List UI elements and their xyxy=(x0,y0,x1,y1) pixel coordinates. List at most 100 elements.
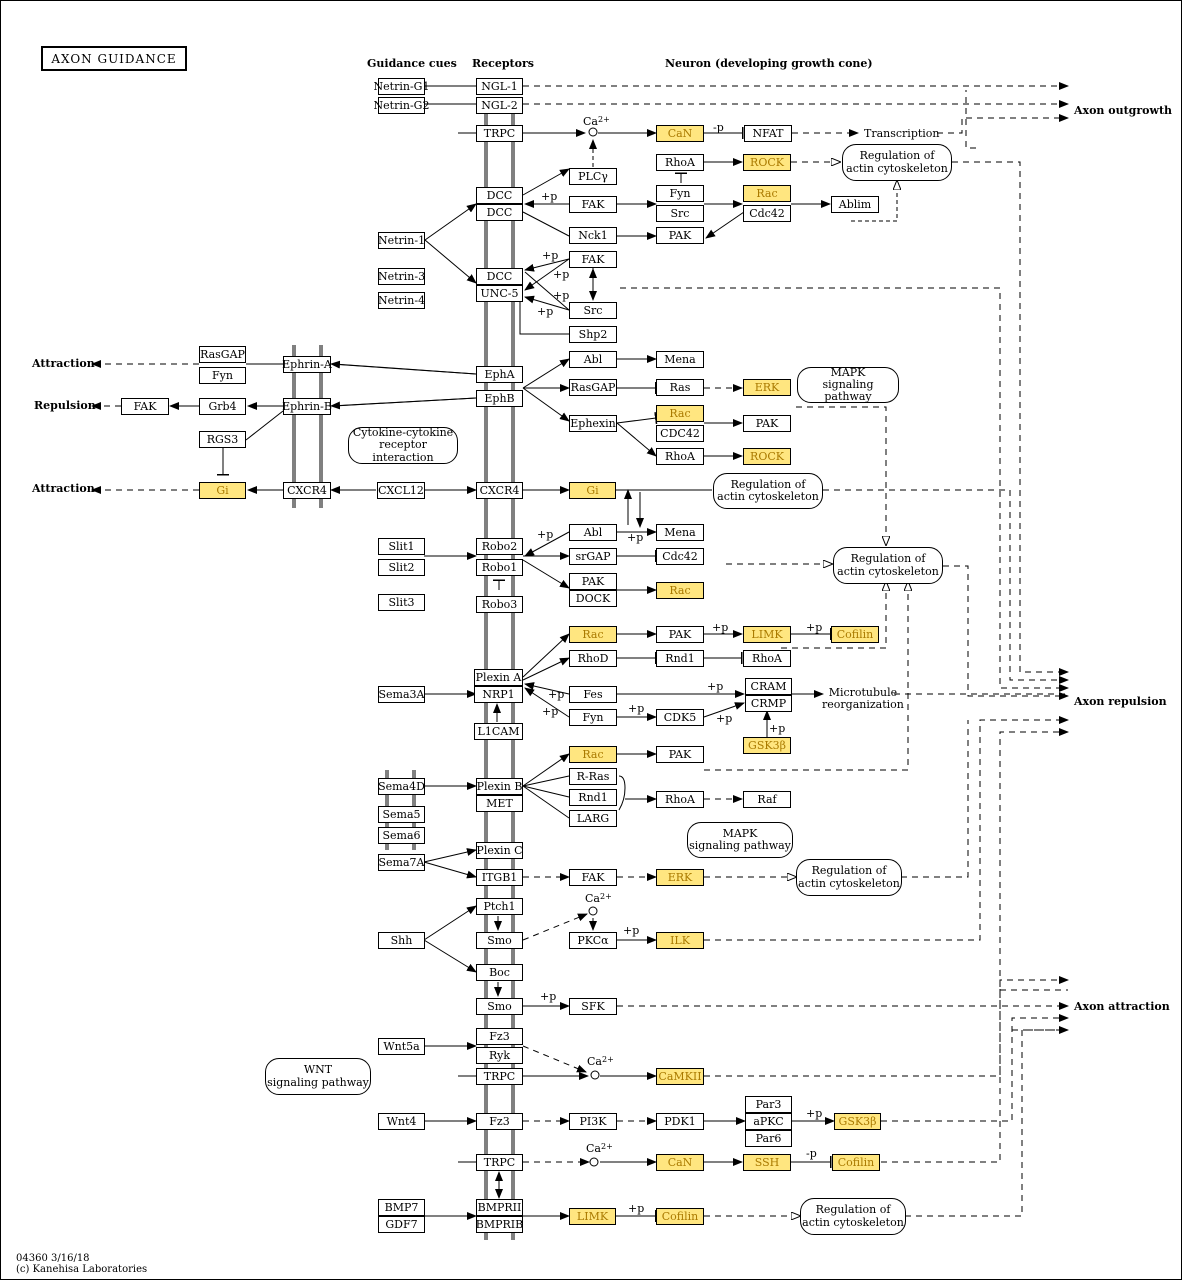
gene-itgb1[interactable]: ITGB1 xyxy=(476,869,523,886)
gene-pak-3[interactable]: PAK xyxy=(569,573,617,590)
gene-trpc-2[interactable]: TRPC xyxy=(476,1068,523,1085)
gene-rac-1[interactable]: Rac xyxy=(743,185,791,202)
gene-ssh[interactable]: SSH xyxy=(743,1154,791,1171)
gene-apkc[interactable]: aPKC xyxy=(745,1113,792,1130)
gene-fyn-3[interactable]: Fyn xyxy=(569,709,617,726)
gene-rhoa-1[interactable]: RhoA xyxy=(656,154,704,171)
gene-erk-2[interactable]: ERK xyxy=(656,869,704,886)
gene-gi-1[interactable]: Gi xyxy=(199,482,246,499)
gene-cdc42-3[interactable]: Cdc42 xyxy=(656,548,704,565)
gene-cofilin-3[interactable]: Cofilin xyxy=(656,1208,704,1225)
gene-fak-2[interactable]: FAK xyxy=(569,251,617,268)
gene-rnd1-1[interactable]: Rnd1 xyxy=(656,650,704,667)
gene-sema5[interactable]: Sema5 xyxy=(378,806,425,823)
gene-robo2[interactable]: Robo2 xyxy=(476,538,523,555)
gene-sema3a[interactable]: Sema3A xyxy=(378,686,425,703)
gene-unc5[interactable]: UNC-5 xyxy=(476,285,523,302)
gene-pi3k[interactable]: PI3K xyxy=(569,1113,617,1130)
gene-sema7a[interactable]: Sema7A xyxy=(378,854,425,871)
gene-camkii[interactable]: CaMKII xyxy=(656,1068,704,1085)
gene-plexin-a[interactable]: Plexin A xyxy=(474,669,523,686)
gene-rhoa-4[interactable]: RhoA xyxy=(656,791,704,808)
gene-netrin-3[interactable]: Netrin-3 xyxy=(377,268,426,285)
pathway-reg-actin-4[interactable]: Regulation of actin cytoskeleton xyxy=(796,859,902,896)
gene-nck1[interactable]: Nck1 xyxy=(569,227,617,244)
gene-shh[interactable]: Shh xyxy=(378,932,425,949)
gene-rock-2[interactable]: ROCK xyxy=(743,448,791,465)
gene-wnt5a[interactable]: Wnt5a xyxy=(378,1038,425,1055)
outcome-axon-outgrowth[interactable]: Axon outgrowth xyxy=(1074,104,1173,117)
outcome-axon-attraction[interactable]: Axon attraction xyxy=(1074,1000,1170,1013)
gene-ephrin-a[interactable]: Ephrin-A xyxy=(282,356,332,373)
gene-ephexin[interactable]: Ephexin xyxy=(569,415,617,432)
gene-plcg[interactable]: PLCγ xyxy=(569,168,617,185)
gene-can-1[interactable]: CaN xyxy=(656,125,704,142)
gene-rock-1[interactable]: ROCK xyxy=(743,154,791,171)
gene-mena-1[interactable]: Mena xyxy=(656,351,704,368)
gene-pkca[interactable]: PKCα xyxy=(569,932,617,949)
gene-fyn-1[interactable]: Fyn xyxy=(656,185,704,202)
gene-ablim[interactable]: Ablim xyxy=(831,196,879,213)
gene-shp2[interactable]: Shp2 xyxy=(569,326,617,343)
gene-srgap[interactable]: srGAP xyxy=(569,548,617,565)
gene-limk-1[interactable]: LIMK xyxy=(743,626,791,643)
gene-ephrin-b[interactable]: Ephrin-B xyxy=(282,398,332,415)
gene-cofilin-2[interactable]: Cofilin xyxy=(832,1154,880,1171)
gene-ngl2[interactable]: NGL-2 xyxy=(476,97,523,114)
gene-sema6[interactable]: Sema6 xyxy=(378,827,425,844)
gene-nfat[interactable]: NFAT xyxy=(744,125,792,142)
gene-mena-2[interactable]: Mena xyxy=(656,524,704,541)
gene-bmp7[interactable]: BMP7 xyxy=(378,1199,425,1216)
gene-plexin-b[interactable]: Plexin B xyxy=(476,778,523,795)
gene-fak-4[interactable]: FAK xyxy=(569,869,617,886)
gene-ngl1[interactable]: NGL-1 xyxy=(476,78,523,95)
gene-src-1[interactable]: Src xyxy=(656,205,704,222)
gene-cdc42-1[interactable]: Cdc42 xyxy=(743,205,791,222)
gene-crmp[interactable]: CRMP xyxy=(745,695,792,712)
gene-r-ras[interactable]: R-Ras xyxy=(569,768,617,785)
gene-sfk[interactable]: SFK xyxy=(569,998,617,1015)
gene-rac-4[interactable]: Rac xyxy=(569,626,617,643)
gene-l1cam[interactable]: L1CAM xyxy=(474,723,523,740)
gene-can-2[interactable]: CaN xyxy=(656,1154,704,1171)
gene-rhod[interactable]: RhoD xyxy=(569,650,617,667)
gene-fak-1[interactable]: FAK xyxy=(569,196,617,213)
pathway-mapk-2[interactable]: MAPK signaling pathway xyxy=(687,822,793,858)
gene-robo1[interactable]: Robo1 xyxy=(476,559,523,576)
gene-rasgap-1[interactable]: RasGAP xyxy=(199,346,246,363)
gene-trpc-1[interactable]: TRPC xyxy=(476,125,523,142)
gene-ras[interactable]: Ras xyxy=(656,379,704,396)
gene-src-2[interactable]: Src xyxy=(569,302,617,319)
gene-fak-3[interactable]: FAK xyxy=(121,398,169,415)
gene-cram[interactable]: CRAM xyxy=(745,678,792,695)
pathway-reg-actin-3[interactable]: Regulation of actin cytoskeleton xyxy=(833,547,943,584)
gene-erk-1[interactable]: ERK xyxy=(743,379,791,396)
gene-nrp1[interactable]: NRP1 xyxy=(474,686,523,703)
gene-rac-5[interactable]: Rac xyxy=(569,746,617,763)
gene-plexin-c[interactable]: Plexin C xyxy=(476,842,523,859)
gene-ilk[interactable]: ILK xyxy=(656,932,704,949)
gene-trpc-3[interactable]: TRPC xyxy=(476,1154,523,1171)
gene-cxcr4-1[interactable]: CXCR4 xyxy=(283,482,331,499)
gene-ephb[interactable]: EphB xyxy=(476,390,523,407)
gene-fz3-2[interactable]: Fz3 xyxy=(476,1113,523,1130)
gene-ptch1[interactable]: Ptch1 xyxy=(476,898,523,915)
gene-gdf7[interactable]: GDF7 xyxy=(378,1216,425,1233)
gene-gi-2[interactable]: Gi xyxy=(569,482,616,499)
gene-rac-3[interactable]: Rac xyxy=(656,582,704,599)
gene-bmprib[interactable]: BMPRIB xyxy=(475,1216,524,1233)
gene-fes[interactable]: Fes xyxy=(569,686,617,703)
gene-rhoa-2[interactable]: RhoA xyxy=(656,448,704,465)
gene-par3[interactable]: Par3 xyxy=(745,1096,792,1113)
gene-smo-1[interactable]: Smo xyxy=(476,932,523,949)
pathway-wnt[interactable]: WNT signaling pathway xyxy=(265,1058,371,1095)
gene-boc[interactable]: Boc xyxy=(476,964,523,981)
gene-cxcr4-2[interactable]: CXCR4 xyxy=(476,482,523,499)
gene-dcc-3[interactable]: DCC xyxy=(476,268,523,285)
gene-fz3-1[interactable]: Fz3 xyxy=(476,1028,523,1045)
pathway-mapk-1[interactable]: MAPK signaling pathway xyxy=(797,366,899,403)
gene-pak-4[interactable]: PAK xyxy=(656,626,704,643)
gene-cxcl12[interactable]: CXCL12 xyxy=(377,482,425,499)
gene-met[interactable]: MET xyxy=(476,795,523,812)
gene-dcc-2[interactable]: DCC xyxy=(476,204,523,221)
